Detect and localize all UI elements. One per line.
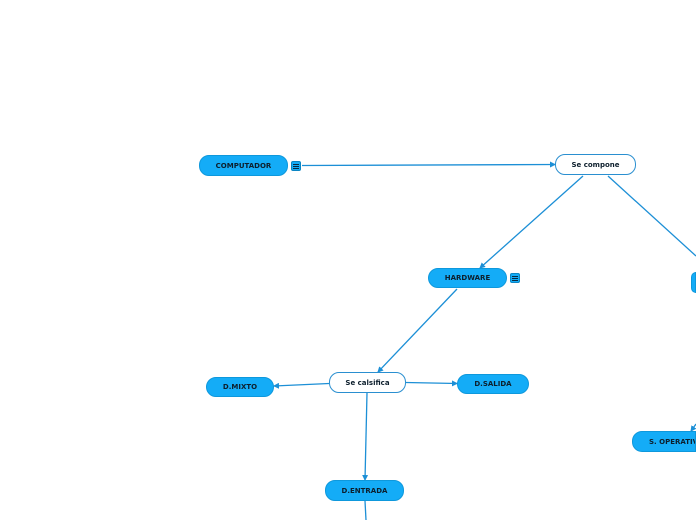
node-se-calsifica[interactable]: Se calsifica <box>329 372 406 393</box>
notes-icon[interactable] <box>291 161 301 171</box>
node-d-salida[interactable]: D.SALIDA <box>457 374 529 394</box>
edge-into-s-operativ <box>690 423 696 432</box>
edge-se-calsifica-d-entrada <box>362 392 369 481</box>
node-se-compone[interactable]: Se compone <box>555 154 636 175</box>
edge-d-entrada-down <box>364 500 367 520</box>
node-computador[interactable]: COMPUTADOR <box>199 155 288 176</box>
edge-hardware-se-calsifica <box>377 288 458 373</box>
node-edge-partial[interactable] <box>691 272 696 293</box>
node-d-entrada[interactable]: D.ENTRADA <box>325 480 404 501</box>
edge-se-compone-hardware <box>479 175 584 269</box>
notes-icon[interactable] <box>510 273 520 283</box>
node-d-mixto[interactable]: D.MIXTO <box>206 377 274 397</box>
node-s-operativ[interactable]: S. OPERATIV <box>632 431 696 452</box>
edge-se-calsifica-d-salida <box>405 380 458 387</box>
edge-computador-se-compone <box>301 161 556 168</box>
node-hardware[interactable]: HARDWARE <box>428 268 507 288</box>
edge-se-compone-right <box>607 175 696 257</box>
edge-se-calsifica-d-mixto <box>273 382 330 389</box>
